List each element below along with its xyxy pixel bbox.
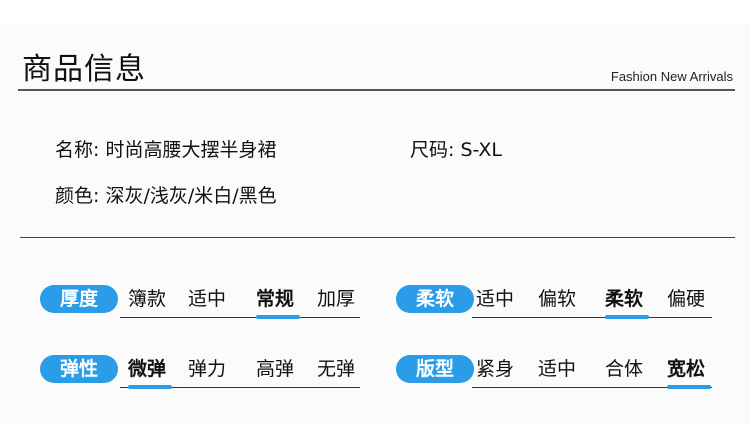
option-text: 合体	[605, 358, 644, 380]
options-underline	[120, 317, 360, 318]
product-colors: 颜色: 深灰/浅灰/米白/黑色	[55, 185, 277, 207]
option-text: 紧身	[476, 358, 515, 380]
attribute-options: 簿款适中 常规加厚	[120, 286, 360, 320]
attribute-option: 微弹	[128, 356, 172, 389]
selected-indicator	[256, 315, 300, 319]
product-name: 名称: 时尚高腰大摆半身裙	[55, 139, 277, 161]
option-text: 偏软	[538, 288, 577, 310]
attribute-option: 加厚	[317, 286, 355, 312]
attribute-option: 宽松	[667, 356, 711, 389]
attribute-label: 厚度	[40, 285, 118, 313]
subtitle: Fashion New Arrivals	[610, 69, 733, 84]
option-text: 簿款	[128, 288, 167, 310]
selected-indicator	[605, 315, 649, 319]
attribute-option: 适中	[188, 286, 226, 312]
attribute-options: 紧身 适中 合体 宽松	[472, 356, 712, 390]
attribute-option: 簿款	[128, 286, 166, 312]
header-divider	[18, 89, 735, 91]
option-text: 柔软	[605, 288, 644, 310]
attribute-option: 常规	[256, 286, 300, 319]
attribute-option: 偏软	[538, 286, 576, 312]
attribute-label: 柔软	[396, 285, 474, 313]
option-text: 无弹	[317, 358, 356, 380]
options-underline	[472, 317, 712, 318]
option-text: 适中	[538, 358, 577, 380]
options-underline	[472, 387, 712, 388]
selected-indicator	[667, 385, 711, 389]
attribute-option: 适中	[476, 286, 514, 312]
option-text: 常规	[256, 288, 295, 310]
option-text: 适中	[188, 288, 227, 310]
options-underline	[120, 387, 360, 388]
option-text: 弹力	[188, 358, 227, 380]
option-text: 偏硬	[667, 288, 706, 310]
attribute-label: 弹性	[40, 355, 118, 383]
attribute-option: 弹力	[188, 356, 226, 382]
attribute-option: 柔软	[605, 286, 649, 319]
attribute-option: 高弹	[256, 356, 294, 382]
product-info-panel	[0, 25, 750, 424]
attribute-options: 适中 偏软 柔软 偏硬	[472, 286, 712, 320]
option-text: 加厚	[317, 288, 356, 310]
attribute-option: 偏硬	[667, 286, 705, 312]
attribute-option: 合体	[605, 356, 643, 382]
selected-indicator	[128, 385, 172, 389]
option-text: 适中	[476, 288, 515, 310]
option-text: 高弹	[256, 358, 295, 380]
page-title: 商品信息	[22, 52, 146, 87]
attribute-option: 适中	[538, 356, 576, 382]
product-size: 尺码: S-XL	[410, 139, 503, 161]
attribute-options: 微弹弹力 高弹无弹	[120, 356, 360, 390]
section-divider	[20, 237, 735, 238]
option-text: 宽松	[667, 358, 706, 380]
attribute-label: 版型	[396, 355, 474, 383]
attribute-option: 无弹	[317, 356, 355, 382]
option-text: 微弹	[128, 358, 167, 380]
attribute-option: 紧身	[476, 356, 514, 382]
